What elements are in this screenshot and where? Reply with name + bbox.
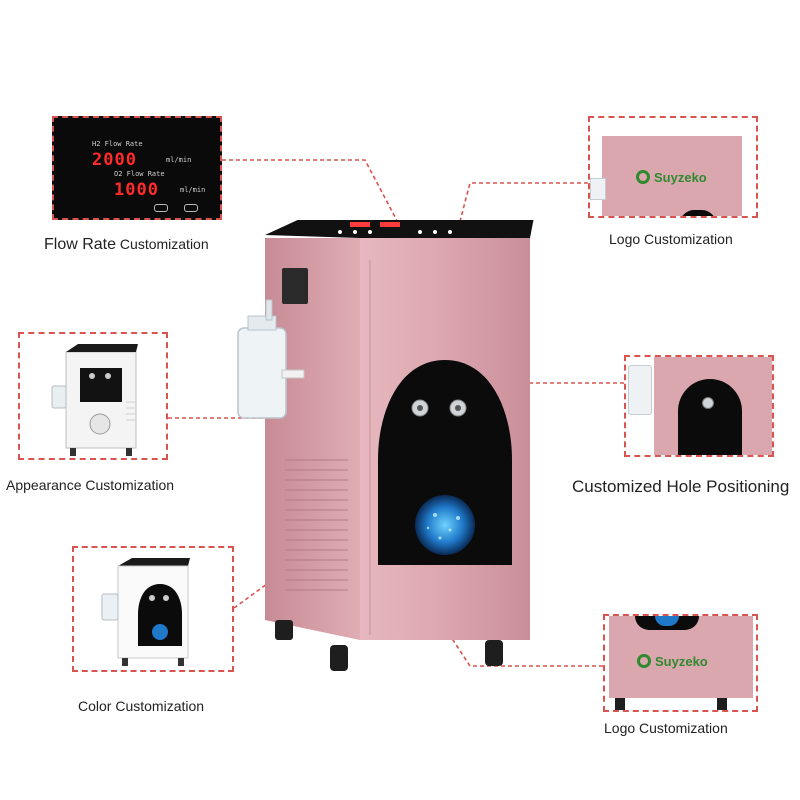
logo-top-caption: Logo Customization <box>609 231 733 247</box>
electrolysis-chamber <box>415 495 475 555</box>
side-handle <box>282 268 308 304</box>
hole-port-icon <box>702 397 714 409</box>
logo-top-window <box>680 210 716 216</box>
appearance-frame <box>18 332 168 460</box>
humidifier-cup <box>237 299 305 419</box>
logo-top-machine-body <box>602 136 742 216</box>
hole-window <box>678 379 742 455</box>
h2-flow-label: H2 Flow Rate <box>92 140 143 148</box>
logo-bottom-wheel <box>615 698 625 710</box>
o2-flow-label: O2 Flow Rate <box>114 170 165 178</box>
h2-flow-value: 2000 <box>92 150 137 170</box>
appearance-caption: Appearance Customization <box>6 477 175 493</box>
h2-flow-unit: ml/min <box>166 156 192 164</box>
front-display-window <box>378 360 512 565</box>
o2-flow-unit: ml/min <box>180 186 206 194</box>
logo-top-cup <box>590 178 606 200</box>
logo-bottom-caption: Logo Customization <box>604 720 728 736</box>
appearance-machine-illustration <box>51 344 138 456</box>
logo-bottom-wheel <box>717 698 727 710</box>
brand-logo-icon <box>637 654 651 668</box>
hydrogen-machine-illustration <box>237 220 534 671</box>
caster-wheels <box>275 620 503 671</box>
logo-bottom-frame: Suyzeko <box>603 614 758 712</box>
vent-grille-lines <box>285 459 348 591</box>
brand-logo-text: Suyzeko <box>654 170 707 185</box>
hole-cup <box>628 365 652 415</box>
flow-rate-panel-frame: H2 Flow Rate 2000 ml/min O2 Flow Rate 10… <box>52 116 222 220</box>
hole-frame <box>624 355 774 457</box>
top-control-display <box>265 220 534 238</box>
flow-rate-caption-strong: Flow Rate <box>44 236 117 253</box>
flow-rate-caption: Flow Rate Customization <box>44 236 209 254</box>
color-caption: Color Customization <box>78 698 205 714</box>
hole-caption: Customized Hole Positioning <box>572 477 790 496</box>
logo-top-frame: Suyzeko <box>588 116 758 218</box>
color-frame <box>72 546 234 672</box>
brand-logo-text: Suyzeko <box>655 654 708 669</box>
color-machine-illustration <box>101 558 190 666</box>
o2-flow-value: 1000 <box>114 180 159 200</box>
panel-button-icon <box>154 204 168 212</box>
logo-bottom-chamber <box>655 616 679 626</box>
flow-rate-caption-rest: Customization <box>116 236 209 252</box>
panel-button-icon <box>184 204 198 212</box>
brand-logo-icon <box>636 170 650 184</box>
